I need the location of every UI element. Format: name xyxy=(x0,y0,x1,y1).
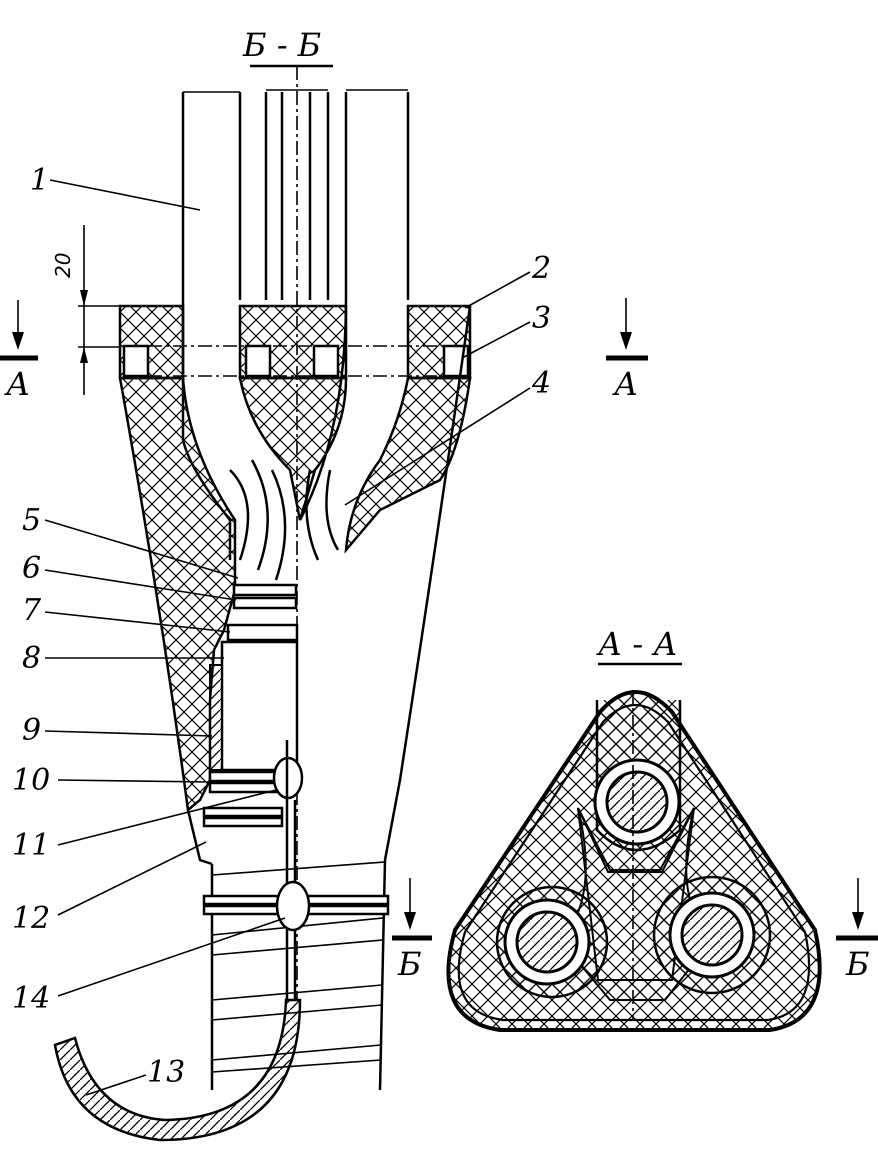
section-title-bb: Б - Б xyxy=(242,26,321,64)
callout-11: 11 xyxy=(12,828,50,863)
cut-label-b-left: Б xyxy=(397,945,422,983)
groove-inserts xyxy=(122,344,470,378)
connector-parts xyxy=(202,583,304,1000)
cut-mark-b-right: Б xyxy=(836,878,878,983)
dimension-value: 20 xyxy=(51,253,75,278)
ground-conductor xyxy=(53,998,302,1142)
dimension-20: 20 xyxy=(51,225,120,395)
cone-left-contour xyxy=(186,809,213,866)
callout-10: 10 xyxy=(12,763,50,798)
cut-mark-a-right: А xyxy=(606,298,648,403)
cone-right-contour xyxy=(383,305,472,861)
callout-4: 4 xyxy=(531,366,551,401)
callout-7: 7 xyxy=(22,593,42,628)
callouts: 1 2 3 4 5 6 7 8 9 10 11 12 13 14 xyxy=(12,163,551,1096)
callout-9: 9 xyxy=(22,713,41,748)
callout-13: 13 xyxy=(147,1055,185,1090)
cut-mark-b-left: Б xyxy=(392,878,432,983)
cut-label-a-right: А xyxy=(612,365,638,403)
callout-8: 8 xyxy=(22,641,41,676)
section-title-aa: А - А xyxy=(596,625,678,663)
cut-mark-a-left: А xyxy=(0,300,38,403)
cut-label-a-left: А xyxy=(4,365,30,403)
callout-2: 2 xyxy=(531,251,551,286)
callout-5: 5 xyxy=(22,503,41,538)
cut-label-b-right: Б xyxy=(845,945,870,983)
section-aa-view xyxy=(446,690,822,1032)
callout-3: 3 xyxy=(532,301,551,336)
callout-1: 1 xyxy=(30,163,49,198)
twisted-cores xyxy=(229,459,340,581)
callout-12: 12 xyxy=(12,901,50,936)
callout-6: 6 xyxy=(22,551,41,586)
callout-14: 14 xyxy=(12,981,50,1016)
